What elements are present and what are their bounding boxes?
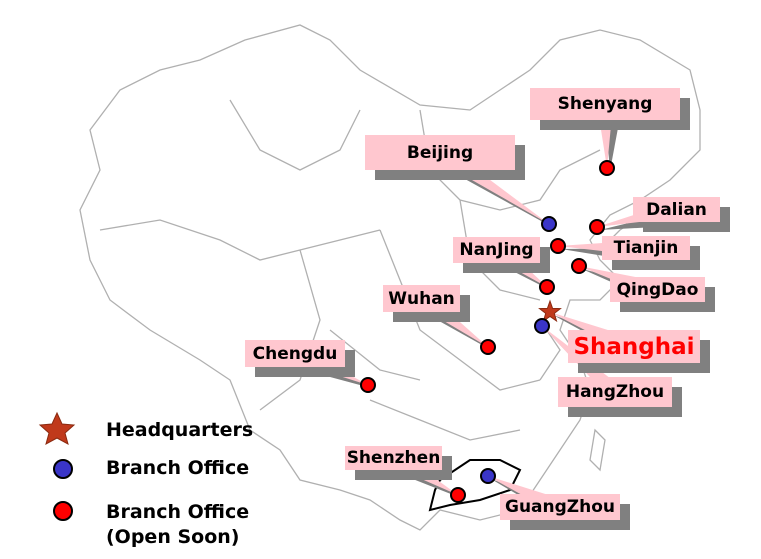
city-label-wuhan: Wuhan	[383, 285, 460, 312]
city-label-shanghai: Shanghai	[568, 330, 700, 363]
city-label-shenzhen: Shenzhen	[345, 446, 442, 470]
city-label-chengdu: Chengdu	[245, 340, 345, 367]
branch-open-soon-marker-wuhan	[480, 339, 496, 355]
legend-branch-open-soon: Branch Office (Open Soon)	[106, 501, 250, 548]
branch-open-soon-marker-shenyang	[599, 160, 615, 176]
branch-open-soon-marker-nanjing	[539, 279, 555, 295]
legend-star-icon	[38, 411, 76, 446]
branch-open-soon-marker-tianjin	[550, 238, 566, 254]
legend-red-dot-icon	[53, 501, 73, 521]
branch-open-soon-marker-chengdu	[360, 377, 376, 393]
branch-open-soon-marker-dalian	[589, 219, 605, 235]
legend-blue-dot-icon	[53, 459, 73, 479]
branch-office-marker-hangzhou	[534, 318, 550, 334]
branch-open-soon-marker-shenzhen	[450, 487, 466, 503]
legend-headquarters: Headquarters	[106, 419, 254, 441]
branch-office-marker-guangzhou	[480, 468, 496, 484]
headquarters-star-icon	[538, 299, 562, 323]
city-label-hangzhou: HangZhou	[558, 377, 672, 407]
legend-branch-office: Branch Office	[106, 457, 250, 479]
guangdong-highlight	[428, 459, 522, 512]
branch-open-soon-marker-qingdao	[571, 258, 587, 274]
city-label-dalian: Dalian	[633, 197, 720, 222]
city-label-nanjing: NanJing	[453, 237, 540, 263]
city-label-beijing: Beijing	[365, 135, 515, 170]
city-label-tianjin: Tianjin	[602, 236, 690, 260]
city-label-qingdao: QingDao	[610, 277, 705, 302]
city-label-shenyang: Shenyang	[530, 88, 680, 120]
city-label-guangzhou: GuangZhou	[500, 494, 620, 520]
branch-office-marker-beijing	[541, 216, 557, 232]
legend-markers	[38, 411, 76, 521]
